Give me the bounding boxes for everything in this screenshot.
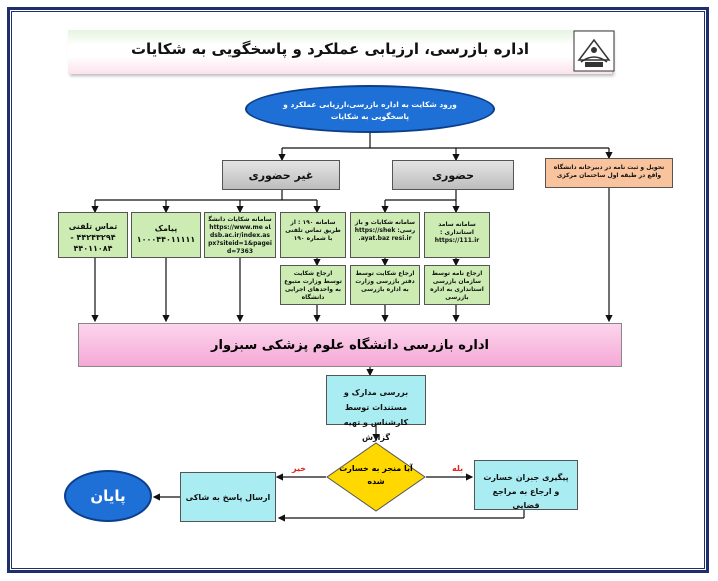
channel-shekayat: سامانه شکایات و بازرسی: https://shekayat…	[350, 212, 420, 258]
decision-yes-label: بله	[452, 464, 464, 473]
branch-not-in-person: غیر حضوری	[222, 160, 340, 190]
referral-ministry-inspection: ارجاع شکایت توسط دفتر بازرسی وزارت به اد…	[350, 265, 420, 305]
referral-ministry: ارجاع شکایت توسط وزارت متبوع به واحدهای …	[280, 265, 346, 305]
channel-190: سامانه ۱۹۰ : از طریق تماس تلفنی با شماره…	[280, 212, 346, 258]
decision-no-label: خیر	[292, 464, 307, 473]
reply-box: ارسال پاسخ به شاکی	[180, 472, 276, 522]
referral-governorate: ارجاع نامه توسط سازمان بازرسی استانداری …	[424, 265, 490, 305]
decision-text: آیا منجر به خسارت شده	[339, 464, 413, 486]
branch-in-person: حضوری	[392, 160, 514, 190]
decision-diamond	[326, 442, 426, 512]
start-node: ورود شکایت به اداره بازرسی،ارزیابی عملکر…	[245, 85, 495, 133]
central-office-box: تحویل و ثبت نامه در دبیرخانه دانشگاه واق…	[545, 158, 673, 188]
inspection-office-box: اداره بازرسی دانشگاه علوم پزشکی سبزوار	[78, 323, 622, 367]
end-node: پایان	[64, 470, 152, 522]
page-title: اداره بازرسی، ارزیابی عملکرد و پاسخگویی …	[130, 40, 530, 58]
inner-border	[11, 11, 705, 569]
channel-phone: تماس تلفنی ۴۴۲۴۳۲۹۴ - ۴۴۰۱۱۰۸۴	[58, 212, 128, 258]
header-banner	[68, 30, 612, 74]
channel-samad: سامانه سامد استانداری : https://111.ir	[424, 212, 490, 258]
university-emblem-icon	[573, 30, 615, 72]
channel-university-portal: سامانه شکایات دانشگاه https://www.medsb.…	[204, 212, 276, 258]
channel-sms: پیامک ۱۰۰۰۴۴۰۱۱۱۱۱	[131, 212, 201, 258]
review-box: بررسی مدارک و مستندات توسط کارشناس و تهی…	[326, 375, 426, 442]
outer-border	[7, 7, 709, 573]
compensation-box: پیگیری جبران خسارت و ارجاع به مراجع قضای…	[474, 460, 578, 510]
